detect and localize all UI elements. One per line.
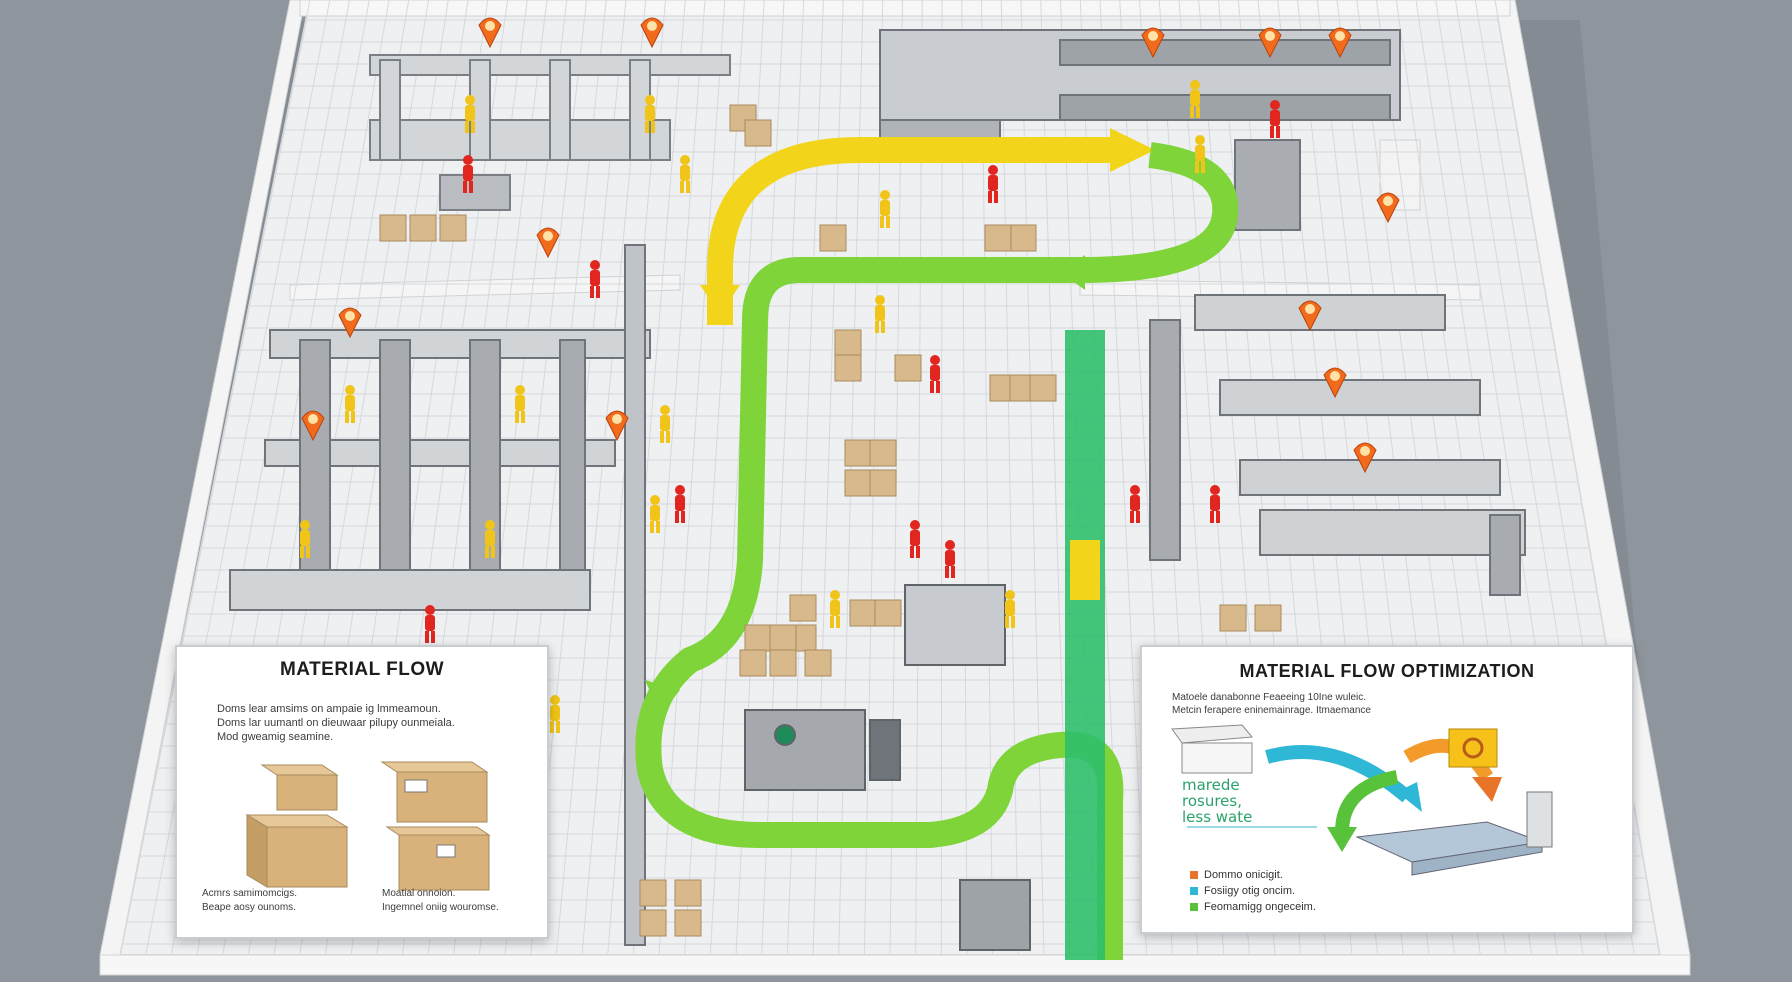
- legend-item-2: Fosiigy otig oncim.: [1190, 885, 1295, 897]
- worker-figure: [465, 95, 475, 133]
- carton-box: [1029, 374, 1057, 402]
- carton-box: [639, 909, 667, 937]
- worker-figure: [930, 355, 940, 393]
- back-wall: [299, 0, 1511, 17]
- legend-item-1: Dommo onicigit.: [1190, 869, 1283, 881]
- carton-box: [874, 599, 902, 627]
- conveyor-lines-right: [1149, 294, 1526, 596]
- carton-box: [894, 354, 922, 382]
- board-body-text: Matoele danabonne Feaeeing 10Ine wuleic.…: [1172, 692, 1371, 716]
- carton-box: [819, 224, 847, 252]
- worker-figure: [345, 385, 355, 423]
- carton-box: [869, 439, 897, 467]
- carton-box: [984, 224, 1012, 252]
- worker-figure: [1210, 485, 1220, 523]
- handwritten-note: marede rosures, less wate: [1182, 776, 1253, 826]
- location-marker-icon: [1328, 27, 1352, 59]
- carton-box: [674, 909, 702, 937]
- carton-box: [379, 214, 407, 242]
- board-caption-left: Acmrs samimomcigs. Beape aosy ounoms.: [202, 888, 298, 913]
- conveyor-teal: [1065, 330, 1105, 960]
- worker-figure: [675, 485, 685, 523]
- worker-figure: [875, 295, 885, 333]
- carton-box: [1254, 604, 1282, 632]
- carton-box: [834, 329, 862, 357]
- front-wall: [99, 954, 1691, 976]
- carton-box: [1219, 604, 1247, 632]
- location-marker-icon: [1298, 300, 1322, 332]
- worker-figure: [910, 520, 920, 558]
- worker-figure: [550, 695, 560, 733]
- location-marker-icon: [1353, 442, 1377, 474]
- worker-figure: [1005, 590, 1015, 628]
- info-board-material-flow: MATERIAL FLOW Doms lear amsims on ampaie…: [175, 645, 549, 939]
- info-board-material-flow-optimization: MATERIAL FLOW OPTIMIZATION Matoele danab…: [1140, 645, 1634, 934]
- location-markers: [301, 17, 1400, 474]
- flow-arrow-yellow: [707, 137, 1110, 325]
- worker-figure: [1195, 135, 1205, 173]
- carton-box: [439, 214, 467, 242]
- worker-figure: [300, 520, 310, 558]
- board-title: MATERIAL FLOW: [279, 659, 445, 680]
- worker-figure: [945, 540, 955, 578]
- worker-figure: [880, 190, 890, 228]
- board-body-text: Doms lear amsims on ampaie ig lmmeamoun.…: [217, 703, 455, 743]
- carton-box: [834, 354, 862, 382]
- carton-box: [844, 469, 872, 497]
- worker-figure: [645, 95, 655, 133]
- worker-figure: [680, 155, 690, 193]
- carton-box: [639, 879, 667, 907]
- worker-figure: [590, 260, 600, 298]
- carton-box: [674, 879, 702, 907]
- carton-box: [1009, 224, 1037, 252]
- legend-item-3: Feomamigg ongeceim.: [1190, 901, 1316, 913]
- worker-figure: [1130, 485, 1140, 523]
- carton-box: [844, 439, 872, 467]
- location-marker-icon: [605, 410, 629, 442]
- board-title: MATERIAL FLOW OPTIMIZATION: [1239, 661, 1535, 681]
- assembly-lines-left: [229, 244, 651, 946]
- worker-figure: [650, 495, 660, 533]
- location-marker-icon: [640, 17, 664, 49]
- workers: [300, 80, 1280, 733]
- location-marker-icon: [1258, 27, 1282, 59]
- location-marker-icon: [478, 17, 502, 49]
- carton-box: [849, 599, 877, 627]
- worker-figure: [425, 605, 435, 643]
- worker-figure: [1270, 100, 1280, 138]
- location-marker-icon: [301, 410, 325, 442]
- carton-box: [739, 649, 767, 677]
- production-line-upper-right: [879, 29, 1401, 231]
- board-caption-right: Moatial onnoion. Ingemnel oniig wouromse…: [382, 888, 499, 913]
- location-marker-icon: [338, 307, 362, 339]
- carton-box: [869, 469, 897, 497]
- carton-illustration-left: [245, 764, 349, 888]
- worker-figure: [830, 590, 840, 628]
- location-marker-icon: [1323, 367, 1347, 399]
- worker-figure: [463, 155, 473, 193]
- worker-figure: [988, 165, 998, 203]
- carton-stacks: [379, 104, 1282, 937]
- left-wall: [99, 0, 306, 956]
- worker-figure: [485, 520, 495, 558]
- carton-box: [769, 649, 797, 677]
- worker-figure: [660, 405, 670, 443]
- location-marker-icon: [1376, 192, 1400, 224]
- carton-box: [789, 594, 817, 622]
- location-marker-icon: [536, 227, 560, 259]
- carton-box: [744, 119, 772, 147]
- carton-box: [744, 624, 772, 652]
- location-marker-icon: [1141, 27, 1165, 59]
- worker-figure: [515, 385, 525, 423]
- carton-box: [409, 214, 437, 242]
- partition-wall: [289, 274, 681, 301]
- carton-box: [804, 649, 832, 677]
- carton-box: [769, 624, 797, 652]
- optimization-diagram: [1171, 724, 1553, 876]
- worker-figure: [1190, 80, 1200, 118]
- carton-illustration-right: [380, 761, 491, 891]
